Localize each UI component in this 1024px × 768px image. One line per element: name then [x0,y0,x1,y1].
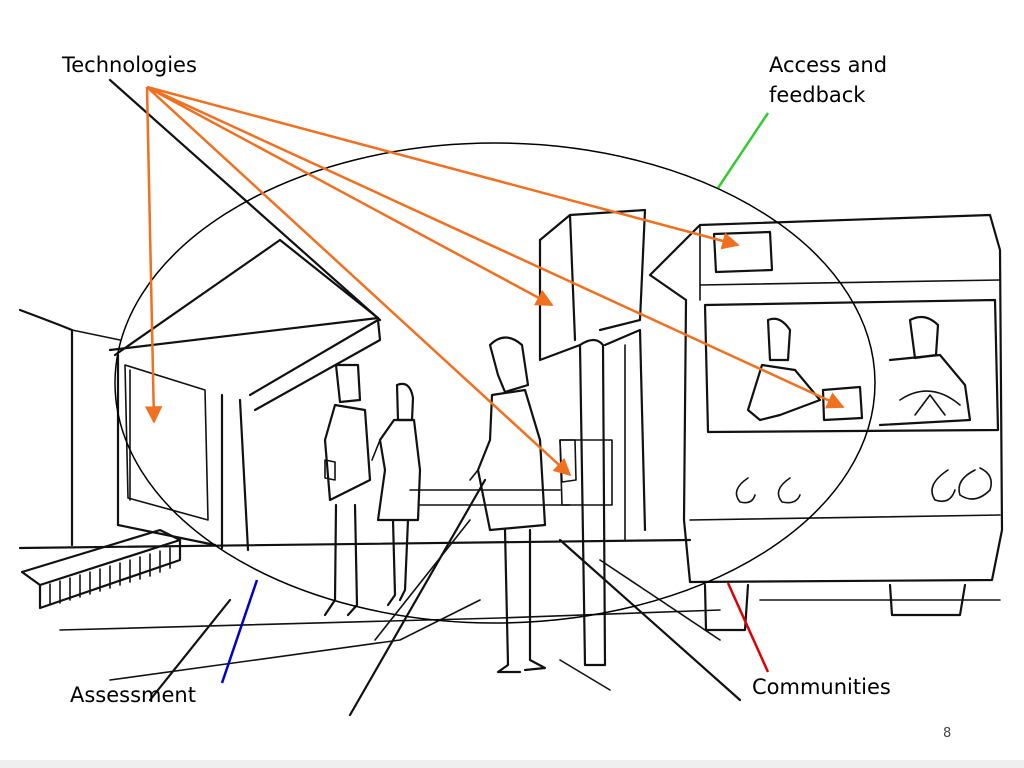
technologies-label: Technologies [62,53,197,77]
technologies-arrows [144,85,845,477]
assessment-leader [220,579,259,684]
access-feedback-line1: Access and [769,53,888,77]
people-sketch [323,336,547,674]
bus-sketch [648,213,1004,632]
bench-sketch [20,528,182,610]
access-feedback-line2: feedback [769,83,866,107]
sign-post-sketch [538,208,647,667]
arrow-to-shelter-panel [144,86,163,424]
assessment-label: Assessment [70,683,196,707]
footer-bar [0,760,1024,768]
arrow-to-kiosk [146,86,572,477]
page-number: 8 [943,726,952,741]
access-feedback-leader [716,112,770,189]
arrow-to-sign-post [146,85,554,307]
arrow-to-bus-device [146,85,845,409]
access-feedback-label: Access and feedback [769,50,887,110]
arrow-to-bus-display [146,85,740,250]
communities-label: Communities [752,675,891,699]
community-ellipse [114,142,876,624]
communities-leader [726,582,770,673]
bus-shelter-sketch [18,78,382,552]
ground-sketch [18,478,1001,717]
